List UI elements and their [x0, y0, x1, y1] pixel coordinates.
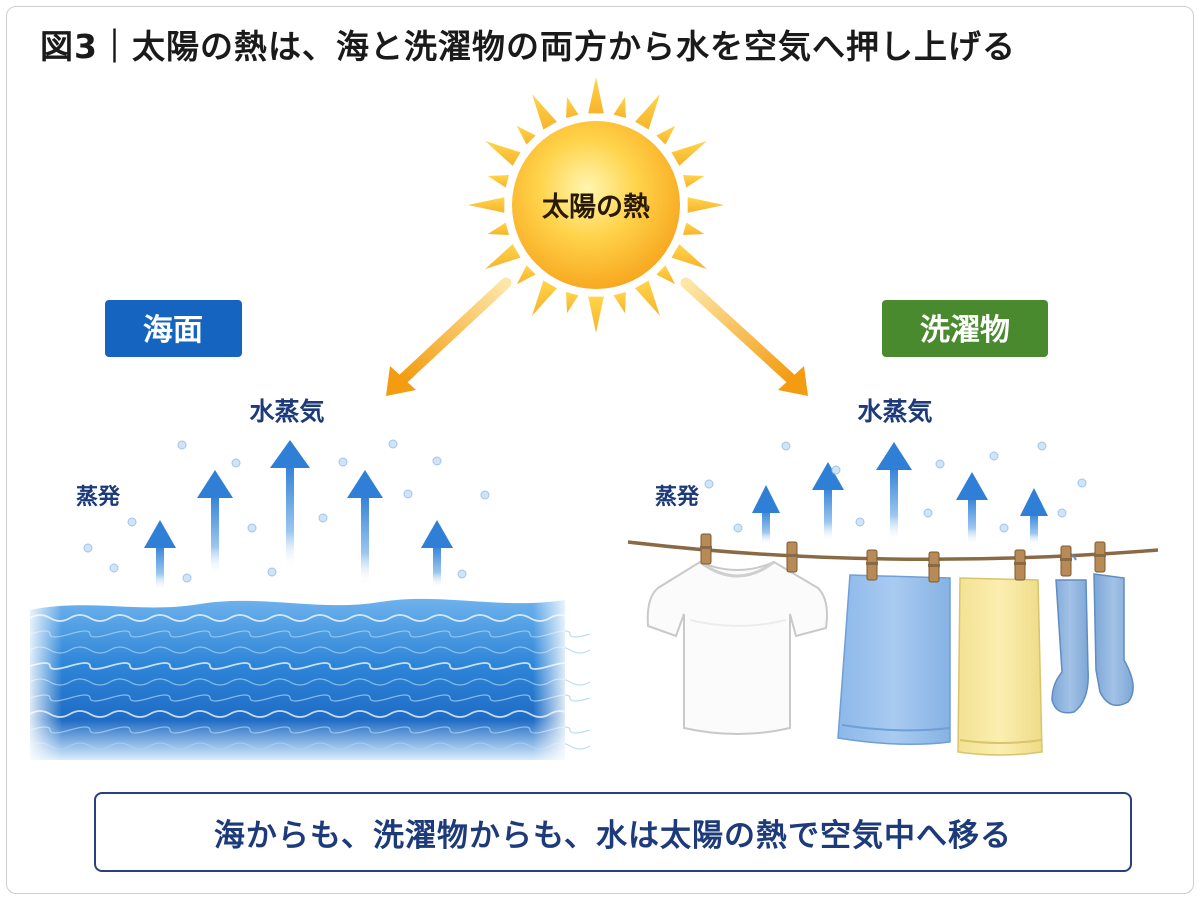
droplet — [781, 441, 791, 451]
droplet — [480, 490, 490, 500]
socks-illustration — [1051, 553, 1134, 714]
droplet — [83, 543, 93, 553]
vapor-arrow — [347, 470, 383, 585]
heat-arrow-to-sea — [386, 277, 512, 396]
sun-icon — [512, 121, 680, 289]
vapor-arrow — [1020, 488, 1048, 545]
sun-ray — [532, 94, 557, 130]
droplet — [338, 457, 348, 467]
droplet — [109, 563, 119, 573]
sun-ray — [613, 96, 626, 119]
droplet — [999, 523, 1009, 533]
vapor-arrow — [812, 462, 844, 542]
vapor-arrow — [421, 520, 453, 588]
clothespin — [786, 541, 798, 573]
sun-ray — [613, 291, 626, 314]
sun-ray — [588, 296, 604, 333]
sun-label: 太陽の熱 — [542, 192, 650, 223]
vapor-droplets — [83, 439, 1087, 583]
vapor-arrow — [197, 470, 233, 575]
droplet — [127, 517, 137, 527]
sun-ray — [687, 197, 724, 213]
laundry-vapor-label: 水蒸気 — [857, 397, 932, 426]
sun-ray — [487, 222, 510, 235]
sun-ray — [635, 94, 660, 130]
clothespin — [700, 533, 712, 565]
clothespin — [1014, 549, 1026, 581]
heat-arrow-to-laundry — [680, 277, 808, 396]
vapor-arrow — [876, 442, 912, 542]
droplet — [831, 465, 841, 475]
sun-ray — [671, 141, 707, 166]
droplet — [1057, 508, 1067, 518]
laundry-badge-label: 洗濯物 — [920, 313, 1010, 348]
clothespin — [1094, 541, 1106, 573]
droplet — [1037, 441, 1047, 451]
droplet — [855, 517, 865, 527]
droplet — [182, 573, 192, 583]
sun-ray — [487, 175, 510, 188]
blue-towel-illustration — [837, 574, 951, 745]
sun-ray — [485, 244, 521, 269]
sea-evap-label: 蒸発 — [76, 485, 121, 510]
droplet — [267, 567, 277, 577]
sun-ray — [532, 280, 557, 316]
sun-ray — [656, 265, 676, 285]
droplet — [231, 458, 241, 468]
laundry-badge: 洗濯物 — [882, 300, 1048, 357]
sun-ray — [635, 280, 660, 316]
figure-frame — [6, 6, 1194, 894]
droplet — [1077, 478, 1087, 488]
droplet — [457, 569, 467, 579]
droplet — [923, 508, 933, 518]
sun-rays — [468, 77, 724, 333]
clothespins — [700, 533, 1106, 583]
vapor-arrow — [752, 485, 780, 545]
figure-title: 図3｜太陽の熱は、海と洗濯物の両方から水を空気へ押し上げる — [40, 27, 1016, 66]
sun-ray — [588, 77, 604, 114]
droplet — [247, 523, 257, 533]
droplet — [989, 451, 999, 461]
sea-vapor-label: 水蒸気 — [249, 397, 324, 426]
clothesline — [627, 540, 1159, 562]
vapor-arrow — [956, 472, 988, 545]
droplet — [704, 479, 714, 489]
sun-ray — [485, 141, 521, 166]
sun-ray — [671, 244, 707, 269]
sun-ray — [682, 222, 705, 235]
droplet — [733, 523, 743, 533]
sun-ray — [656, 125, 676, 145]
sun-ray — [516, 125, 536, 145]
summary-text: 海からも、洗濯物からも、水は太陽の熱で空気中へ移る — [213, 817, 1013, 854]
laundry-evap-label: 蒸発 — [655, 485, 700, 510]
clothespin — [1060, 545, 1072, 577]
vapor-arrows — [144, 440, 1048, 590]
droplet — [177, 440, 187, 450]
droplet — [403, 489, 413, 499]
droplet — [388, 439, 398, 449]
droplet — [318, 513, 328, 523]
sun-ray — [516, 265, 536, 285]
clothespin — [866, 549, 878, 581]
sun-ray — [566, 96, 579, 119]
clothespin — [928, 551, 940, 583]
summary-box: 海からも、洗濯物からも、水は太陽の熱で空気中へ移る — [94, 792, 1132, 872]
sea-badge-label: 海面 — [143, 313, 203, 348]
vapor-arrow — [270, 440, 310, 568]
droplet — [432, 456, 442, 466]
tshirt-illustration — [646, 560, 828, 735]
sun-ray — [468, 197, 505, 213]
sun-ray — [682, 175, 705, 188]
vapor-arrow — [144, 520, 176, 590]
sea-badge: 海面 — [105, 300, 242, 357]
sun-ray — [566, 291, 579, 314]
sea-surface — [29, 595, 591, 765]
yellow-towel-illustration — [957, 577, 1043, 756]
droplet — [935, 459, 945, 469]
